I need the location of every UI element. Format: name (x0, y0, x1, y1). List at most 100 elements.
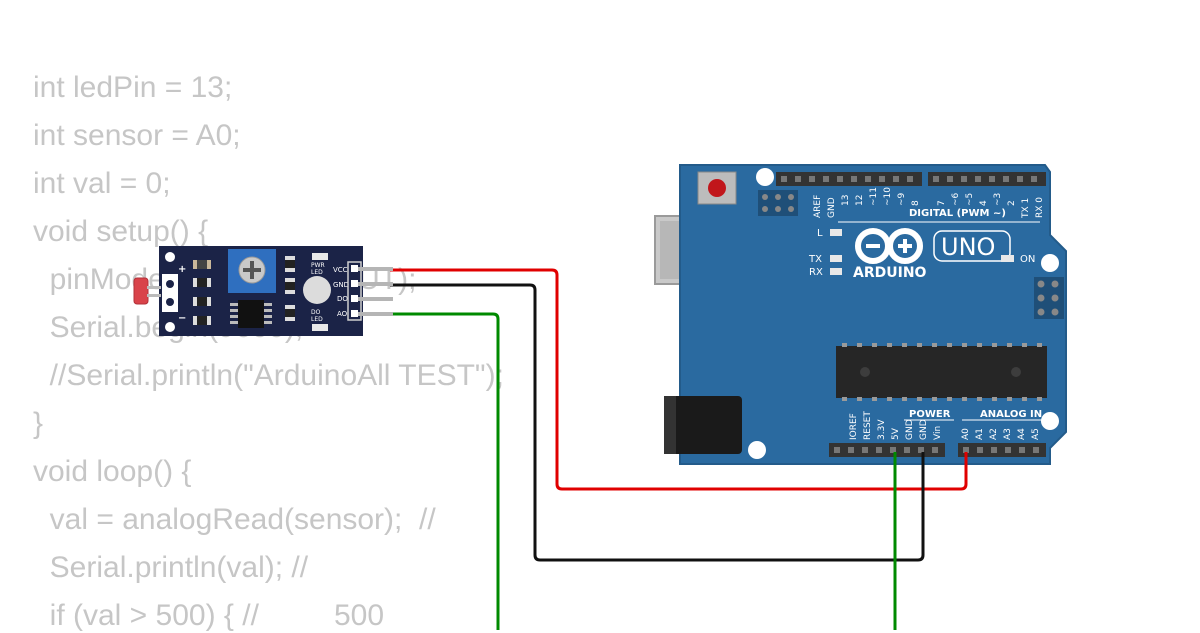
plus-label: + (178, 264, 186, 275)
code-line: val = analogRead(sensor); // (33, 503, 436, 536)
mounting-hole (748, 441, 766, 459)
pin-label: AREF (813, 195, 823, 218)
wire-vcc[interactable] (390, 268, 968, 491)
digital-header-left[interactable] (776, 172, 922, 186)
pin-label: A5 (1031, 428, 1041, 440)
arduino-logo-text: ARDUINO (853, 265, 927, 281)
on-led-label: ON (1020, 254, 1035, 265)
pin-label: RX 0 (1035, 197, 1045, 218)
module-pin-header (347, 261, 362, 321)
comparator-ic (230, 300, 272, 328)
pin-label: RESET (863, 411, 873, 440)
atmega-chip (836, 343, 1047, 401)
pin-label: ~10 (883, 187, 893, 206)
photoresistor-lead (147, 294, 161, 297)
pin-label: ~9 (897, 192, 907, 206)
code-line: //Serial.println("ArduinoAll TEST"); (33, 359, 504, 392)
pin-label: A2 (989, 428, 999, 440)
power-pin-labels: IOREF RESET 3.3V 5V GND GND Vin (849, 411, 943, 440)
arduino-logo-icon (855, 228, 923, 264)
mounting-hole (756, 168, 774, 186)
pin-label: A3 (1003, 428, 1013, 440)
digital-header-right[interactable] (928, 172, 1046, 186)
pwr-led-label: PWR LED (311, 262, 327, 276)
code-line: Serial.println(val); // (33, 551, 309, 584)
wire-gnd[interactable] (390, 283, 925, 562)
code-line: int ledPin = 13; (33, 71, 233, 104)
pin-label: 4 (979, 200, 989, 206)
pin-label-vcc: VCC (333, 266, 348, 274)
icsp-header-top (758, 190, 798, 216)
mounting-hole (1041, 412, 1059, 430)
pin-label: ~5 (965, 193, 975, 206)
pin-label: 13 (841, 195, 851, 206)
pin-label: Vin (933, 426, 943, 440)
mounting-hole (1041, 254, 1059, 272)
code-line: void loop() { (33, 455, 192, 488)
rx-led-label: RX (809, 267, 823, 278)
tx-led-label: TX (808, 254, 822, 265)
l-led-label: L (817, 228, 823, 239)
power-header[interactable] (829, 443, 945, 457)
pin-label: 5V (891, 427, 901, 440)
ldr-connector-pin (166, 298, 174, 306)
arduino-uno-board[interactable]: AREF GND 13 12 ~11 ~10 ~9 8 7 ~6 ~5 4 ~3… (654, 164, 1067, 465)
tx-led (830, 255, 842, 262)
module-mount-hole (165, 322, 175, 332)
do-led-label: DO LED (311, 309, 323, 323)
pin-label: 2 (1007, 200, 1017, 206)
icsp-header-right (1034, 277, 1064, 319)
pin-label: ~6 (951, 192, 961, 206)
pin-label: IOREF (849, 413, 859, 440)
pin-label: GND (905, 419, 915, 440)
smd-resistors (193, 256, 295, 325)
pin-label: GND (827, 197, 837, 218)
pin-label: 8 (911, 200, 921, 206)
reset-button-cap[interactable] (708, 179, 726, 197)
pin-label: A4 (1017, 428, 1027, 440)
pin-label-do: DO (337, 295, 348, 303)
analog-header[interactable] (958, 443, 1046, 457)
digital-pin-labels: AREF GND 13 12 ~11 ~10 ~9 8 7 ~6 ~5 4 ~3… (813, 187, 1045, 219)
wire-ao[interactable] (390, 312, 500, 630)
pin-label: 7 (937, 200, 947, 206)
do-led-dome (303, 276, 331, 304)
module-pin-labels: VCC GND DO AO (333, 266, 349, 318)
pin-label-ao: AO (337, 310, 348, 318)
ldr-connector-pin (166, 280, 174, 288)
l-led (830, 229, 842, 236)
pin-label: ~3 (993, 193, 1003, 206)
do-led (312, 324, 328, 331)
uno-badge (933, 230, 1011, 262)
analog-header-label: ANALOG IN (980, 409, 1042, 420)
code-line: void setup() { (33, 215, 209, 248)
pin-label: 12 (855, 195, 865, 206)
analog-pin-labels: A0 A1 A2 A3 A4 A5 (961, 428, 1041, 440)
pin-label: 3.3V (877, 419, 887, 440)
code-line: if (val > 500) { // 500 (33, 599, 385, 632)
potentiometer-slot (250, 261, 254, 279)
rx-led (830, 268, 842, 275)
pwr-led (312, 253, 328, 260)
uno-model-text: UNO (941, 233, 995, 261)
module-mount-hole (165, 252, 175, 262)
pin-label: A0 (961, 428, 971, 440)
on-led (1001, 255, 1014, 262)
dc-power-jack-edge (664, 396, 676, 454)
power-header-label: POWER (909, 409, 951, 420)
digital-header-label: DIGITAL (PWM ~) (909, 208, 1006, 219)
code-line: } (33, 407, 44, 440)
photoresistor-icon (133, 277, 149, 305)
pin-label-gnd: GND (333, 281, 349, 289)
pin-label: TX 1 (1021, 198, 1031, 219)
code-line: int val = 0; (33, 167, 171, 200)
photoresistor-lead (147, 286, 161, 289)
ldr-connector (162, 274, 178, 312)
dc-power-jack (664, 396, 742, 454)
module-header-pins[interactable] (351, 265, 393, 317)
pin-label: A1 (975, 428, 985, 440)
pin-label: ~11 (869, 187, 879, 206)
pin-label: GND (919, 419, 929, 440)
ldr-sensor-module[interactable]: + − PWR LED DO LE (133, 246, 393, 336)
